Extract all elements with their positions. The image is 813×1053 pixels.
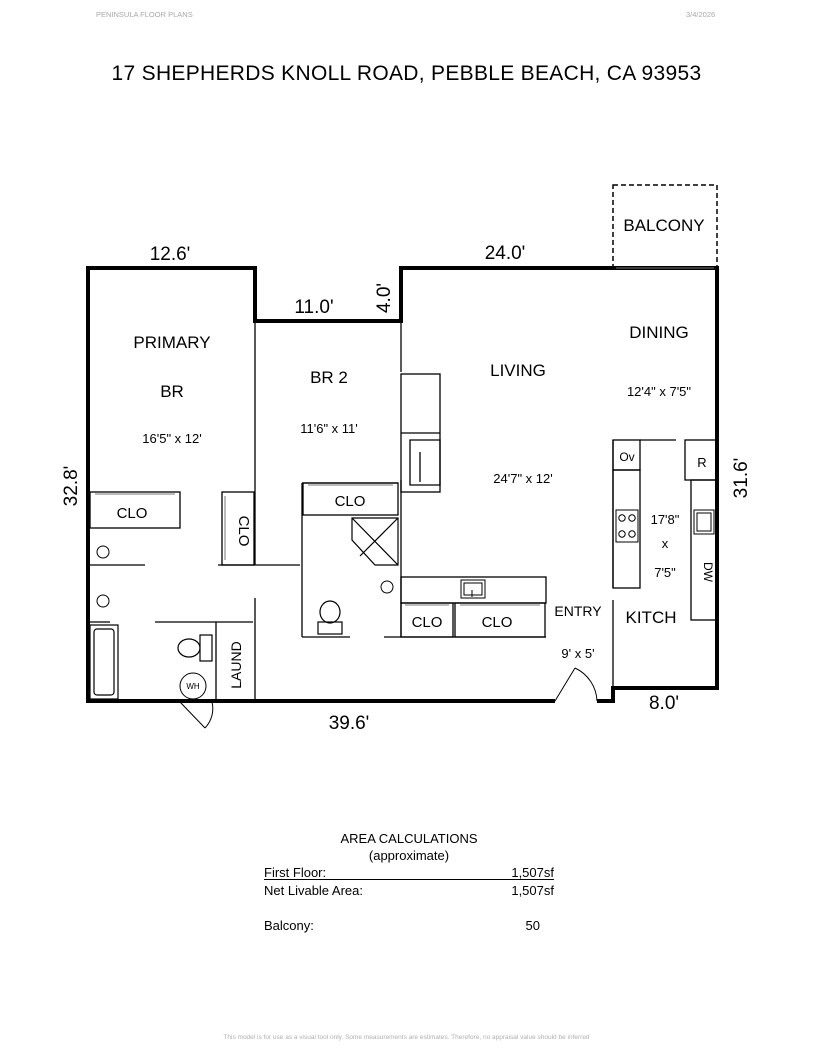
balcony-outline	[612, 184, 718, 268]
room-br2-size: 11'6" x 11'	[300, 421, 358, 436]
kitchen-counters	[400, 439, 718, 621]
closets	[89, 482, 546, 638]
room-entry: ENTRY	[554, 603, 602, 619]
area-row-net-livable: Net Livable Area: 1,507sf	[264, 882, 554, 899]
room-living: LIVING	[490, 361, 546, 380]
closet-label-br2: CLO	[335, 493, 366, 510]
company-name: PENINSULA FLOOR PLANS	[96, 10, 193, 19]
room-laundry: LAUND	[228, 641, 244, 688]
room-labels: BALCONY PRIMARY BR 16'5" x 12' BR 2 11'6…	[117, 216, 715, 691]
dim-top-left: 12.6'	[150, 244, 191, 265]
closet-label-primary: CLO	[117, 505, 148, 522]
dimension-labels: 12.6' 11.0' 4.0' 24.0' 32.8' 31.6' 39.6'…	[61, 243, 752, 734]
sink-icons	[96, 545, 394, 700]
oven-label: Ov	[619, 450, 634, 464]
area-value: 1,507sf	[511, 883, 554, 898]
interior-walls	[90, 321, 676, 700]
area-label: Balcony:	[264, 918, 314, 933]
closet-sliding-doors	[95, 484, 540, 606]
dim-top-notch: 11.0'	[294, 297, 333, 318]
shower-icon	[351, 517, 399, 566]
area-label: First Floor:	[264, 865, 327, 880]
closet-label-entry-1: CLO	[412, 614, 443, 631]
closet-label-entry-2: CLO	[482, 614, 513, 631]
room-br2: BR 2	[310, 368, 348, 387]
room-entry-size: 9' x 5'	[561, 646, 594, 661]
refrigerator-label: R	[697, 455, 706, 470]
water-heater-label: WH	[186, 682, 200, 691]
area-calculations: AREA CALCULATIONS (approximate) First Fl…	[264, 830, 554, 934]
room-primary-size: 16'5" x 12'	[142, 431, 201, 446]
property-address: 17 SHEPHERDS KNOLL ROAD, PEBBLE BEACH, C…	[111, 62, 702, 85]
dim-notch-height: 4.0'	[374, 283, 395, 313]
dim-right: 31.6'	[731, 458, 752, 499]
kitchen-sink-icon	[460, 509, 715, 599]
room-kitchen-size-3: 7'5"	[654, 565, 676, 580]
area-label: Net Livable Area:	[264, 883, 364, 898]
room-kitchen-size-2: x	[662, 536, 669, 551]
room-living-size: 24'7" x 12'	[493, 471, 552, 486]
fireplace	[400, 373, 441, 493]
dim-top-right: 24.0'	[485, 243, 526, 264]
area-value: 1,507sf	[511, 865, 554, 880]
area-subheading: (approximate)	[368, 848, 450, 863]
area-heading: AREA CALCULATIONS	[340, 831, 478, 846]
exterior-walls	[86, 266, 719, 703]
room-kitchen: KITCH	[626, 608, 677, 627]
dim-bottom-right: 8.0'	[649, 693, 679, 714]
closet-label-side: CLO	[235, 516, 252, 547]
room-balcony: BALCONY	[623, 216, 704, 235]
plan-date: 3/4/2026	[686, 10, 716, 19]
cooktop-icon	[615, 509, 639, 543]
toilet-icon	[177, 600, 343, 662]
room-primary-2: BR	[160, 382, 184, 401]
room-dining-size: 12'4" x 7'5"	[627, 384, 691, 399]
area-row-balcony: Balcony: 50	[264, 917, 554, 934]
room-dining: DINING	[629, 323, 689, 342]
room-kitchen-size-1: 17'8"	[651, 512, 680, 527]
disclaimer: This model is for use as a visual tool o…	[223, 1034, 590, 1041]
area-value: 50	[525, 918, 540, 933]
dishwasher-label: DW	[701, 562, 715, 583]
doors	[179, 267, 714, 729]
bathtub-icon	[89, 624, 119, 700]
area-row-first-floor: First Floor: 1,507sf	[264, 864, 554, 880]
room-primary-1: PRIMARY	[133, 333, 210, 352]
dim-left: 32.8'	[61, 466, 82, 507]
dim-bottom: 39.6'	[329, 713, 370, 734]
